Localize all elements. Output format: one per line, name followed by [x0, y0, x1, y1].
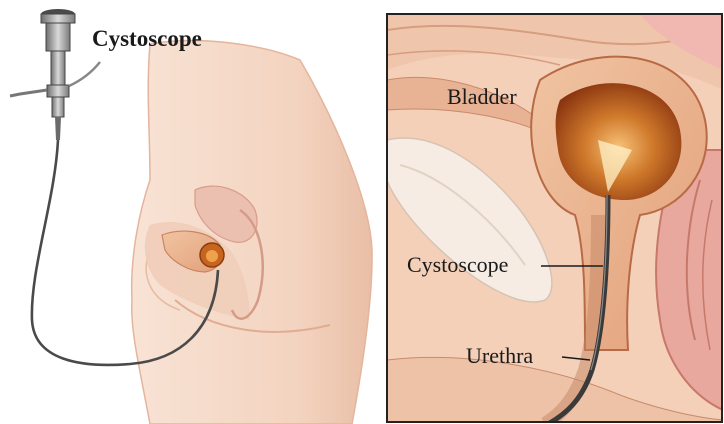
left-panel [10, 9, 372, 424]
cystoscope-label-left: Cystoscope [92, 27, 202, 50]
bladder-label: Bladder [447, 86, 517, 108]
cystoscope-label-right: Cystoscope [407, 254, 508, 276]
right-panel [387, 14, 723, 424]
urethra-label: Urethra [466, 345, 533, 367]
